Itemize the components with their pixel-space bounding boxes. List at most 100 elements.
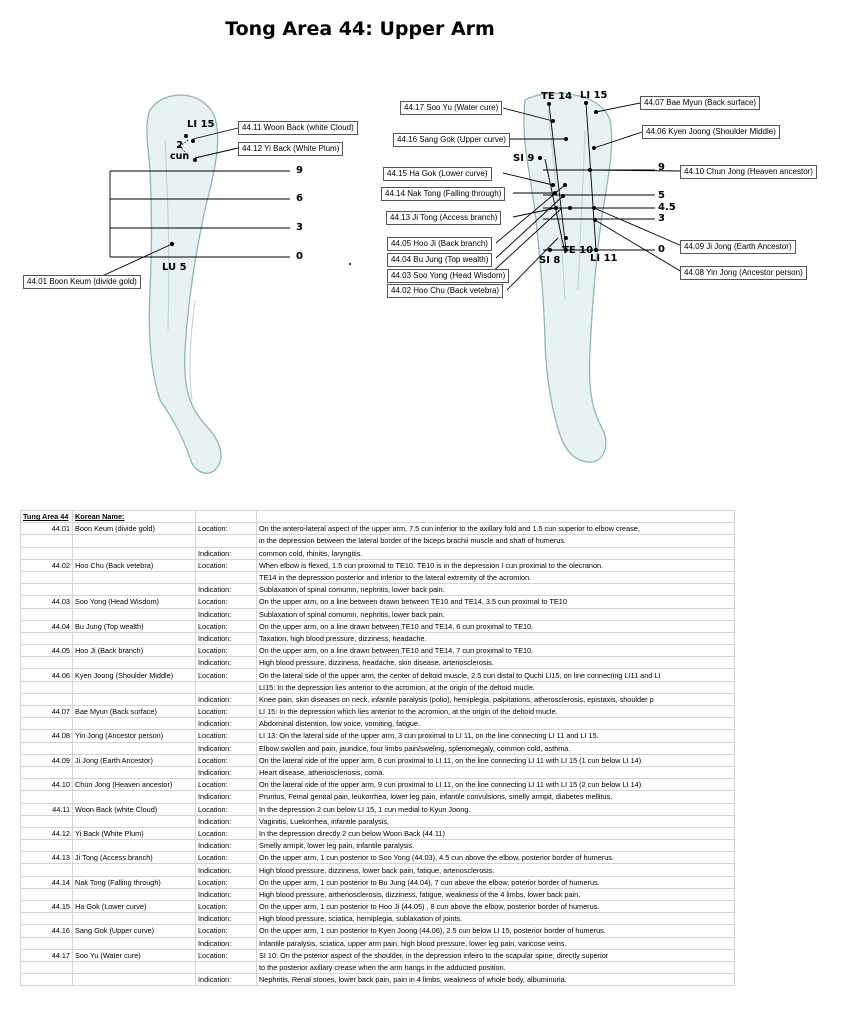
cell-code: 44.11 (20, 802, 73, 816)
cell-name: Hoo Chu (Back vetebra) (72, 558, 196, 572)
right-arm-illustration (523, 92, 613, 463)
scale-label-0-left: 0 (296, 251, 303, 262)
cell-code (20, 534, 73, 548)
cell-desc: On the upper arm, on a line between draw… (256, 595, 735, 609)
cell-name (72, 741, 196, 755)
point-label-li11: LI 11 (590, 253, 618, 264)
cell-name (72, 570, 196, 585)
cell-code: 44.15 (20, 899, 73, 914)
cell-name: Ji Jong (Earth Ancestor) (72, 753, 196, 767)
cell-field: Location: (195, 948, 257, 962)
cell-code (20, 570, 73, 585)
callout-44-12: 44.12 Yi Back (White Plum) (238, 142, 344, 156)
table-row: Indication:High blood pressure, sciatica… (20, 912, 735, 926)
scale-label-6-left: 6 (296, 193, 303, 204)
cell-code (20, 680, 73, 694)
cell-code (20, 887, 73, 902)
cell-field: Location: (195, 704, 257, 719)
point-label-si8: SI 8 (539, 255, 561, 266)
cell-field: Indication: (195, 936, 257, 950)
cell-field: Indication: (195, 790, 257, 804)
table-row: Indication:Knee pain, skin diseases on n… (20, 692, 735, 707)
cell-desc: High blood pressure, dizziness, lower ba… (256, 863, 735, 877)
cun-label: 2 cun (170, 140, 190, 162)
callout-44-10: 44.10 Chun Jong (Heaven ancestor) (680, 165, 817, 179)
cell-name (72, 583, 196, 597)
cell-desc: Smelly armpit, lower leg pain, infantile… (256, 839, 735, 853)
cell-desc: in the depression between the lateral bo… (256, 534, 735, 548)
cell-desc: Infantile paralysis, sciatica, upper arm… (256, 936, 735, 950)
cell-desc: SI 10: On the psterior aspect of the sho… (256, 948, 735, 962)
cell-name: Bae Myun (Back surface) (72, 704, 196, 719)
cell-code (20, 607, 73, 621)
cell-desc: High blood pressure, artheriosclerosis, … (256, 887, 735, 902)
cell-desc: Sublaxation of spinal comumn, nephritis,… (256, 583, 735, 597)
cell-field: Indication: (195, 583, 257, 597)
cell-desc: On the lateral side of the upper arm, 9 … (256, 778, 735, 792)
callout-44-04: 44.04 Bu Jung (Top wealth) (387, 253, 493, 267)
cell-field: Indication: (195, 814, 257, 828)
cell-code: 44.02 (20, 558, 73, 572)
table-row: Indication:Heart disease, atheriosclerio… (20, 765, 735, 780)
cell-field: Location: (195, 558, 257, 572)
table-row: Indication:Elbow swollen and pain, jaund… (20, 741, 735, 755)
cell-desc: In the depression directly 2 cun below W… (256, 826, 735, 841)
callout-44-02: 44.02 Hoo Chu (Back vetebra) (387, 284, 504, 298)
cell-desc: Vaginitis, Luekorrhea, infantile paralys… (256, 814, 735, 828)
cell-field: Location: (195, 899, 257, 914)
cell-name (72, 863, 196, 877)
cell-name: Soo Yong (Head Wisdom) (72, 595, 196, 609)
point-label-si9: SI 9 (513, 153, 535, 164)
cell-desc: Taxation, high blood pressure, dizziness… (256, 631, 735, 646)
cell-name (72, 717, 196, 731)
cell-code (20, 814, 73, 828)
callout-44-15: 44.15 Ha Gok (Lower curve) (383, 167, 492, 181)
cell-desc: On the lateral side of the upper arm, 6 … (256, 753, 735, 767)
cell-name (72, 887, 196, 902)
scale-label-9-left: 9 (296, 165, 303, 176)
cun-measure-lines (179, 139, 189, 157)
scale-label-4-5-right: 4.5 (658, 202, 676, 213)
cell-code: 44.17 (20, 948, 73, 962)
callout-44-14: 44.14 Nak Tong (Falling through) (381, 187, 506, 201)
cell-desc: TE14 in the depression posterior and inf… (256, 570, 735, 585)
cell-field: Indication: (195, 741, 257, 755)
cell-desc: Nephritis, Renal stones, lower back pain… (256, 973, 735, 987)
cell-name: Woon Back (white Cloud) (72, 802, 196, 816)
cell-field: Indication: (195, 887, 257, 902)
point-label-te14: TE 14 (541, 91, 573, 102)
cell-code: 44.13 (20, 851, 73, 865)
cell-desc: When elbow is flexed, 1.5 cun proximal t… (256, 558, 735, 572)
cell-name (72, 765, 196, 780)
cell-code (20, 839, 73, 853)
callout-44-09: 44.09 Ji Jong (Earth Ancestor) (680, 240, 796, 254)
cell-field: Location: (195, 875, 257, 889)
cell-desc: LI15: In the depression lies anterior to… (256, 680, 735, 694)
callout-44-01: 44.01 Boon Keum (divide gold) (23, 275, 141, 289)
callout-44-17: 44.17 Soo Yu (Water cure) (400, 101, 503, 115)
cell-field (195, 534, 257, 548)
cell-field (195, 680, 257, 694)
cell-name: Yin Jong (Ancestor person) (72, 729, 196, 743)
point-label-lu5: LU 5 (162, 262, 187, 273)
cell-field: Location: (195, 851, 257, 865)
cell-code (20, 692, 73, 707)
point-label-li15-left: LI 15 (187, 119, 215, 130)
callout-44-05: 44.05 Hoo Ji (Back branch) (387, 237, 492, 251)
cell-code (20, 656, 73, 670)
table-row: Indication:Taxation, high blood pressure… (20, 631, 735, 646)
header-area: Tung Area 44 (20, 509, 73, 524)
cell-name: Hoo Ji (Back branch) (72, 644, 196, 658)
right-arm-points (538, 101, 598, 252)
